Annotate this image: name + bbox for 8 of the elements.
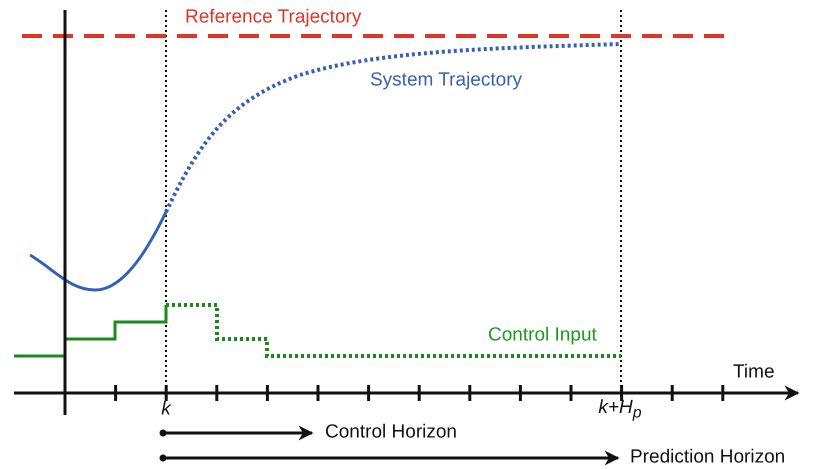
control-horizon-label: Control Horizon	[325, 422, 457, 444]
time-step-label: k	[161, 400, 171, 420]
horizon-end-label: k+H$_{p}$	[598, 398, 642, 422]
control-input-label: Control Input	[488, 326, 597, 346]
axis-label: Time	[733, 362, 775, 384]
reference-trajectory-label: Reference Trajectory	[185, 8, 362, 28]
system-trajectory-label: System Trajectory	[370, 70, 522, 92]
prediction-horizon-label: Prediction Horizon	[630, 448, 786, 468]
